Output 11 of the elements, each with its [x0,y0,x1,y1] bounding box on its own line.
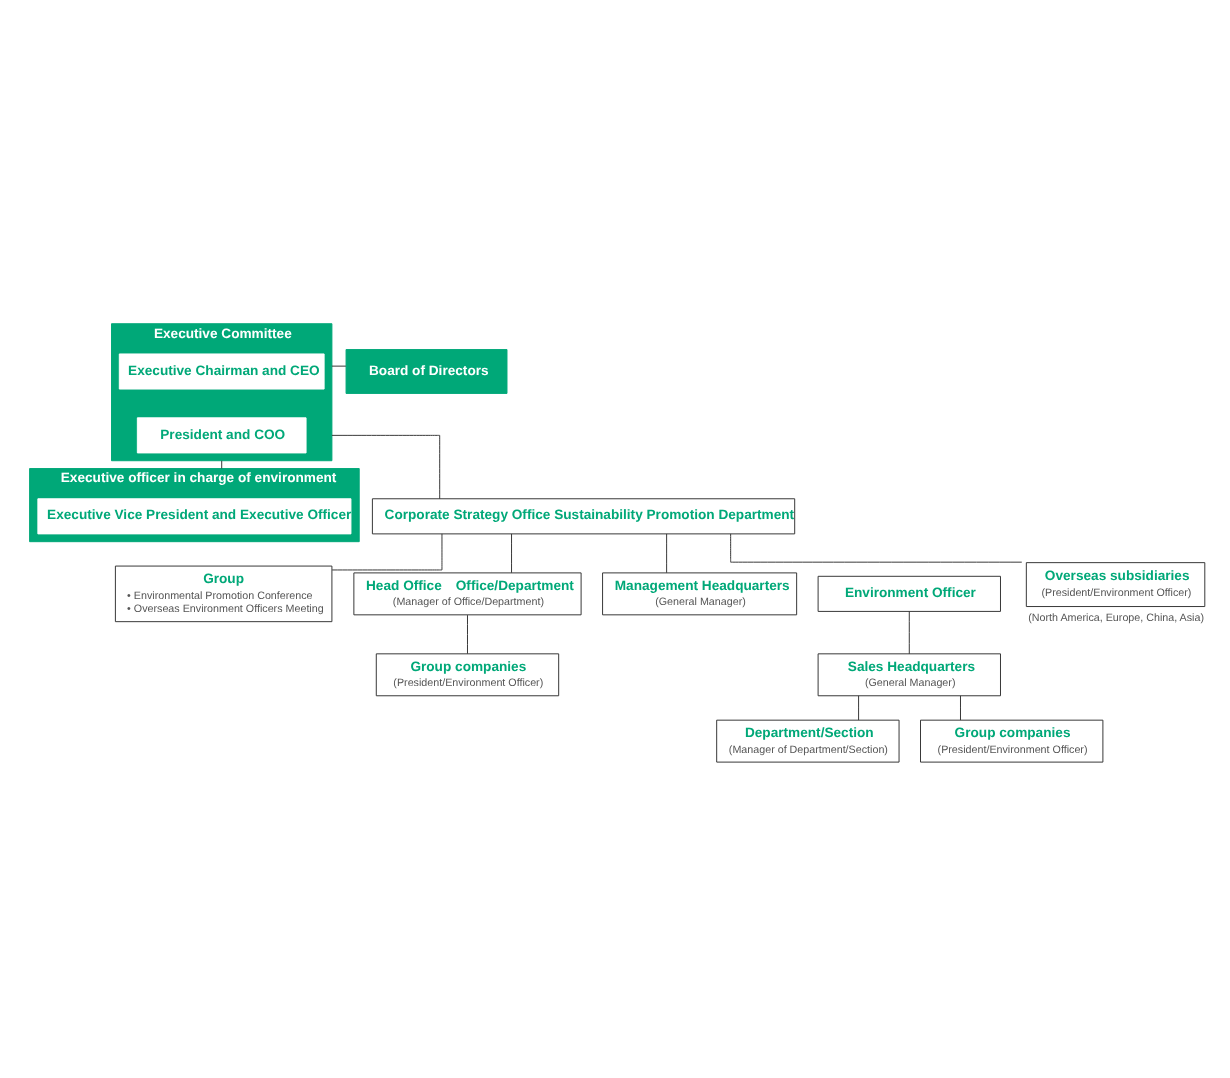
connector [331,434,441,500]
connector [858,695,860,721]
connector [960,695,961,721]
connector [467,614,468,655]
connector [331,365,347,367]
connector [511,533,513,574]
connector [908,610,910,655]
connector [730,533,1023,563]
connector [331,533,443,571]
connector [666,533,668,574]
connector [221,460,223,469]
